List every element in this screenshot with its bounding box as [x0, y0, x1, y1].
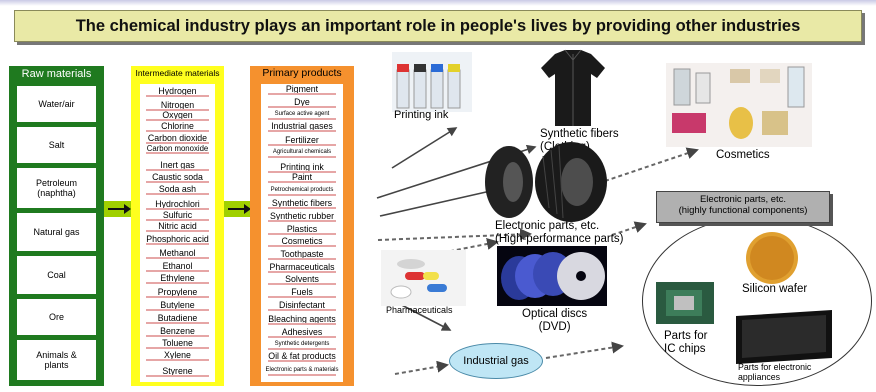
intermediate-item: Caustic soda — [140, 172, 215, 183]
intermediate-item: Soda ash — [140, 184, 215, 195]
primary-item: Dye — [261, 97, 343, 108]
intermediate-item: Hydrochlori — [140, 199, 215, 210]
intermediate-item: Toluene — [140, 338, 215, 349]
primary-item: Plastics — [261, 224, 343, 235]
label-silicon-wafer: Silicon wafer — [742, 283, 808, 295]
intermediate-item: Butylene — [140, 300, 215, 311]
label-electronic-parts: Electronic parts, etc. (High-performance… — [495, 220, 624, 245]
intermediate-item: Benzene — [140, 326, 215, 337]
primary-products-column: Primary products Pigment Dye Surface act… — [250, 66, 354, 386]
raw-item-ore: Ore — [17, 299, 96, 335]
appliance-display-image — [736, 310, 832, 364]
intermediate-materials-title: Intermediate materials — [135, 68, 220, 78]
intermediate-item: Ethanol — [140, 261, 215, 272]
raw-item-water-air: Water/air — [17, 86, 96, 122]
primary-item: Toothpaste — [261, 249, 343, 260]
intermediate-item: Phosphoric acid — [140, 234, 215, 245]
primary-item: Synthetic fibers — [261, 198, 343, 209]
primary-item: Printing ink — [261, 162, 343, 173]
raw-item-salt: Salt — [17, 127, 96, 163]
jacket-image — [541, 49, 605, 126]
arrow-intermediate-to-primary — [224, 201, 251, 217]
intermediate-item: Carbon monoxide — [140, 143, 215, 154]
primary-item: Paint — [261, 172, 343, 183]
intermediate-item: Methanol — [140, 248, 215, 259]
primary-item: Fuels — [261, 287, 343, 298]
dashed-arrow-to-cosmetics — [604, 147, 699, 182]
dashed-arrow-to-electronics — [611, 221, 647, 236]
raw-item-natural-gas: Natural gas — [17, 213, 96, 251]
dashed-arrow-gas-to-electronics — [545, 341, 624, 359]
primary-item: Oil & fat products — [261, 351, 343, 362]
intermediate-item: Xylene — [140, 350, 215, 361]
silicon-wafer-image — [736, 230, 806, 286]
raw-item-coal: Coal — [17, 256, 96, 294]
primary-list: Pigment Dye Surface active agent Industr… — [261, 84, 343, 382]
electronic-parts-box: Electronic parts, etc. (highly functiona… — [656, 191, 830, 223]
raw-materials-column: Raw materials Water/air Salt Petroleum (… — [9, 66, 104, 386]
industrial-gas-badge: Industrial gas — [449, 343, 543, 379]
primary-item: Synthetic rubber — [261, 211, 343, 222]
primary-item: Surface active agent — [261, 109, 343, 120]
intermediate-item: Inert gas — [140, 160, 215, 171]
primary-item: Disinfectant — [261, 300, 343, 311]
intermediate-list: Hydrogen Nitrogen Oxygen Chlorine Carbon… — [140, 84, 215, 382]
pharmaceuticals-image — [381, 250, 466, 306]
intermediate-item: Nitrogen — [140, 100, 215, 111]
primary-item: Agricultural chemicals — [261, 147, 343, 158]
ic-chip-image — [656, 282, 714, 324]
intermediate-item: Oxygen — [140, 110, 215, 121]
dashed-arrow-to-optical — [377, 228, 532, 241]
intermediate-item: Butadiene — [140, 313, 215, 324]
top-gradient-strip — [0, 0, 876, 6]
primary-item: Pharmaceuticals — [261, 262, 343, 273]
arrow-to-printing-ink — [391, 127, 458, 169]
dvd-image — [497, 246, 607, 306]
primary-item: Cosmetics — [261, 236, 343, 247]
raw-item-animals-plants: Animals & plants — [17, 340, 96, 380]
label-optical-discs: Optical discs (DVD) — [522, 308, 588, 333]
primary-item: Bleaching agents — [261, 314, 343, 325]
intermediate-item: Hydrogen — [140, 86, 215, 97]
raw-materials-title: Raw materials — [21, 68, 92, 80]
printing-ink-image — [392, 52, 472, 112]
dashed-arrow-into-gas — [394, 360, 449, 375]
primary-item: Solvents — [261, 274, 343, 285]
primary-item: Synthetic detergents — [261, 339, 343, 350]
primary-item: Fertilizer — [261, 135, 343, 146]
raw-item-petroleum: Petroleum (naphtha) — [17, 168, 96, 208]
primary-item: Petrochemical products — [261, 185, 343, 196]
intermediate-item: Sulfuric — [140, 210, 215, 221]
label-electronic-appliances: Parts for electronic appliances — [738, 362, 812, 382]
intermediate-item: Ethylene — [140, 273, 215, 284]
intermediate-item: Chlorine — [140, 121, 215, 132]
intermediate-item: Styrene — [140, 366, 215, 377]
label-ic-chips: Parts for IC chips — [664, 330, 708, 355]
primary-item: Pigment — [261, 84, 343, 95]
primary-item: Electronic parts & materials — [261, 365, 343, 376]
intermediate-item: Nitric acid — [140, 221, 215, 232]
intermediate-item: Propylene — [140, 287, 215, 298]
banner-title: The chemical industry plays an important… — [14, 10, 862, 42]
label-pharmaceuticals: Pharmaceuticals — [386, 305, 453, 315]
arrow-to-electronic-parts — [379, 187, 497, 217]
primary-item: Industrial gases — [261, 121, 343, 132]
intermediate-materials-column: Intermediate materials Hydrogen Nitrogen… — [131, 66, 224, 386]
primary-item: Adhesives — [261, 327, 343, 338]
arrow-raw-to-intermediate — [104, 201, 131, 217]
primary-products-title: Primary products — [262, 67, 342, 79]
tires-image — [485, 142, 607, 222]
label-printing-ink: Printing ink — [394, 109, 449, 121]
cosmetics-image — [666, 63, 812, 147]
intermediate-item: Carbon dioxide — [140, 133, 215, 144]
label-cosmetics: Cosmetics — [716, 149, 770, 161]
